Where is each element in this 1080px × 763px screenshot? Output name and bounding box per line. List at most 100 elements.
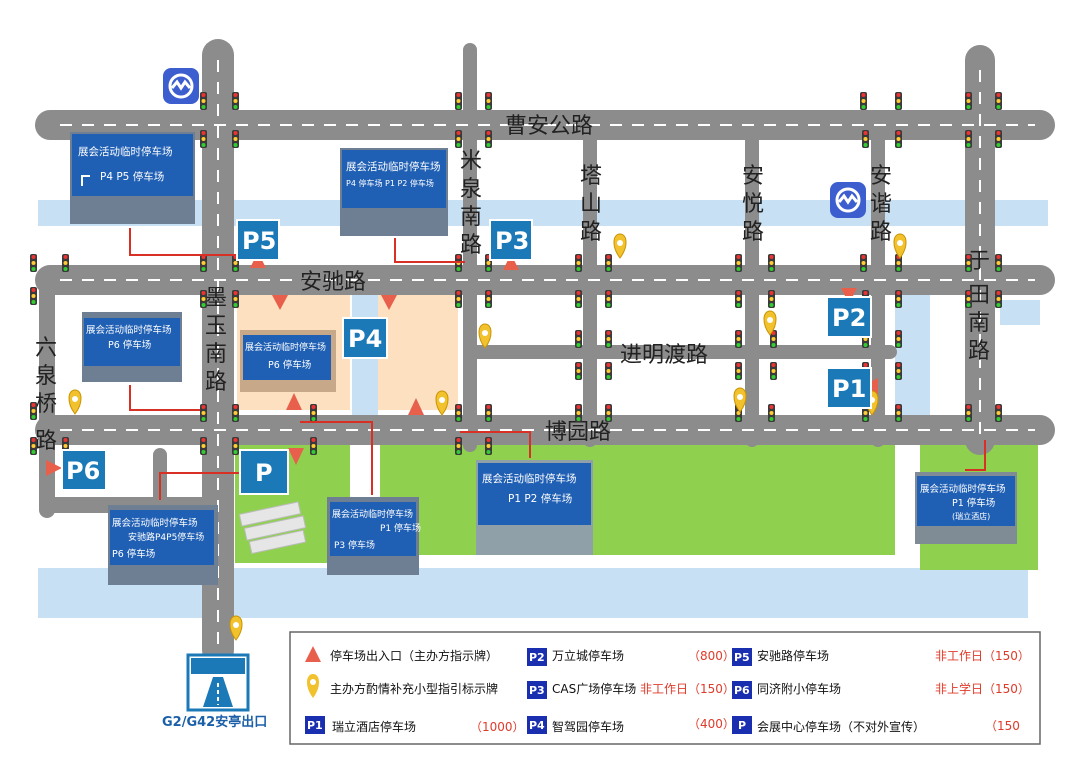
legend-p2-name: 万立城停车场 [552, 648, 624, 663]
legend-box [289, 631, 1041, 745]
traffic-light-icon [895, 92, 902, 110]
entrance-triangle-icon [381, 295, 397, 310]
svg-text:P4: P4 [348, 325, 382, 353]
svg-text:(瑞立酒店): (瑞立酒店) [952, 511, 990, 521]
legend-p4-name: 智驾园停车场 [552, 719, 624, 734]
street-ta-1: 塔 [580, 164, 602, 189]
route-s7 [460, 431, 531, 458]
traffic-light-icon [232, 437, 239, 455]
traffic-light-icon [485, 130, 492, 148]
traffic-light-icon [605, 362, 612, 380]
lot-p4-right [378, 295, 458, 410]
street-ta-3: 路 [580, 220, 602, 245]
sign-s3: 展会活动临时停车场 P6 停车场 [82, 312, 182, 382]
location-pin-icon [435, 390, 449, 416]
traffic-light-icon [575, 362, 582, 380]
pins [68, 233, 907, 641]
traffic-light-icon [862, 130, 869, 148]
traffic-light-icon [310, 437, 317, 455]
sign-s2: 展会活动临时停车场 P4 停车场 P1 P2 停车场 [340, 148, 448, 236]
street-anyue-3: 路 [742, 220, 764, 245]
traffic-light-icon [965, 92, 972, 110]
street-anyue-2: 悦 [742, 192, 764, 217]
svg-text:展会活动临时停车场: 展会活动临时停车场 [920, 483, 1006, 495]
traffic-light-icon [30, 437, 37, 455]
traffic-light-icon [232, 290, 239, 308]
sign-s6: 展会活动临时停车场 P1 停车场 P3 停车场 [327, 497, 421, 575]
traffic-light-icon [575, 254, 582, 272]
svg-text:P1 P2 停车场: P1 P2 停车场 [508, 492, 572, 505]
parking-label-p1: P1 [826, 367, 872, 409]
traffic-light-icon [62, 254, 69, 272]
svg-text:P1: P1 [307, 719, 323, 732]
traffic-light-icon [605, 404, 612, 422]
traffic-light-icon [200, 92, 207, 110]
traffic-light-icon [485, 404, 492, 422]
legend-item-pin: 主办方酌情补充小型指引标示牌 [330, 681, 498, 696]
location-pin-icon [229, 615, 243, 641]
location-pin-icon [613, 233, 627, 259]
svg-text:展会活动临时停车场: 展会活动临时停车场 [78, 145, 173, 158]
street-anxie-2: 谐 [870, 192, 892, 217]
traffic-light-icon [965, 290, 972, 308]
traffic-light-icon [485, 92, 492, 110]
traffic-light-icon [485, 437, 492, 455]
street-yutian-4: 路 [968, 339, 990, 364]
traffic-light-icon [575, 290, 582, 308]
svg-text:P2: P2 [832, 304, 866, 332]
traffic-light-icon [895, 130, 902, 148]
street-ta-2: 山 [580, 192, 602, 217]
svg-text:P3: P3 [495, 227, 529, 255]
traffic-light-icon [455, 130, 462, 148]
street-yutian-1: 于 [968, 249, 990, 274]
svg-text:P2: P2 [529, 651, 545, 664]
svg-text:P1 停车场: P1 停车场 [380, 522, 421, 534]
entrance-triangle-icon [272, 295, 288, 310]
location-pin-icon [478, 323, 492, 349]
svg-text:P4 P5 停车场: P4 P5 停车场 [100, 170, 164, 183]
svg-text:展会活动临时停车场: 展会活动临时停车场 [86, 324, 172, 336]
street-mo-2: 玉 [205, 314, 227, 339]
street-yutian-2: 田 [968, 283, 990, 308]
traffic-light-icon [200, 437, 207, 455]
traffic-light-icon [965, 254, 972, 272]
parking-label-p2: P2 [826, 296, 872, 338]
traffic-light-icon [768, 404, 775, 422]
traffic-light-icon [860, 92, 867, 110]
traffic-light-icon [310, 404, 317, 422]
traffic-light-icon [895, 404, 902, 422]
legend-item-entrance: 停车场出入口（主办方指示牌） [330, 648, 498, 663]
traffic-light-icon [200, 290, 207, 308]
svg-text:展会活动临时停车场: 展会活动临时停车场 [332, 508, 413, 520]
location-pin-icon [763, 310, 777, 336]
legend: 停车场出入口（主办方指示牌） 主办方酌情补充小型指引标示牌 P1 瑞立酒店停车场… [289, 631, 1041, 745]
parking-label-p5: P5 [236, 219, 280, 261]
svg-text:P1 停车场: P1 停车场 [952, 497, 995, 509]
traffic-light-icon [768, 254, 775, 272]
sign-s8: 展会活动临时停车场 P1 停车场 (瑞立酒店) [915, 472, 1017, 544]
route-s3 [129, 385, 200, 411]
traffic-light-icon [735, 362, 742, 380]
svg-text:P4 停车场 P1 P2 停车场: P4 停车场 P1 P2 停车场 [346, 178, 434, 188]
traffic-light-icon [575, 404, 582, 422]
street-mo-3: 南 [205, 342, 227, 367]
street-mi-2: 泉 [460, 177, 482, 202]
traffic-light-icon [965, 404, 972, 422]
entrance-triangle-icon [408, 398, 424, 415]
route-s6 [300, 421, 373, 495]
svg-text:P5: P5 [242, 227, 276, 255]
entrance-triangle-icon [305, 646, 321, 662]
green-area-center [380, 445, 895, 555]
legend-p3-name: CAS广场停车场 [552, 681, 636, 696]
legend-p-cap: （150 [985, 719, 1020, 733]
parking-label-p4: P4 [342, 317, 388, 359]
street-liu-3: 桥 [35, 392, 57, 417]
svg-text:展会活动临时停车场: 展会活动临时停车场 [346, 160, 441, 173]
street-anxie-1: 安 [870, 164, 892, 189]
highway-exit-icon [186, 653, 250, 712]
svg-text:P3: P3 [529, 684, 545, 697]
svg-text:P6 停车场: P6 停车场 [268, 359, 311, 371]
svg-text:P: P [255, 459, 273, 487]
traffic-light-icon [605, 330, 612, 348]
